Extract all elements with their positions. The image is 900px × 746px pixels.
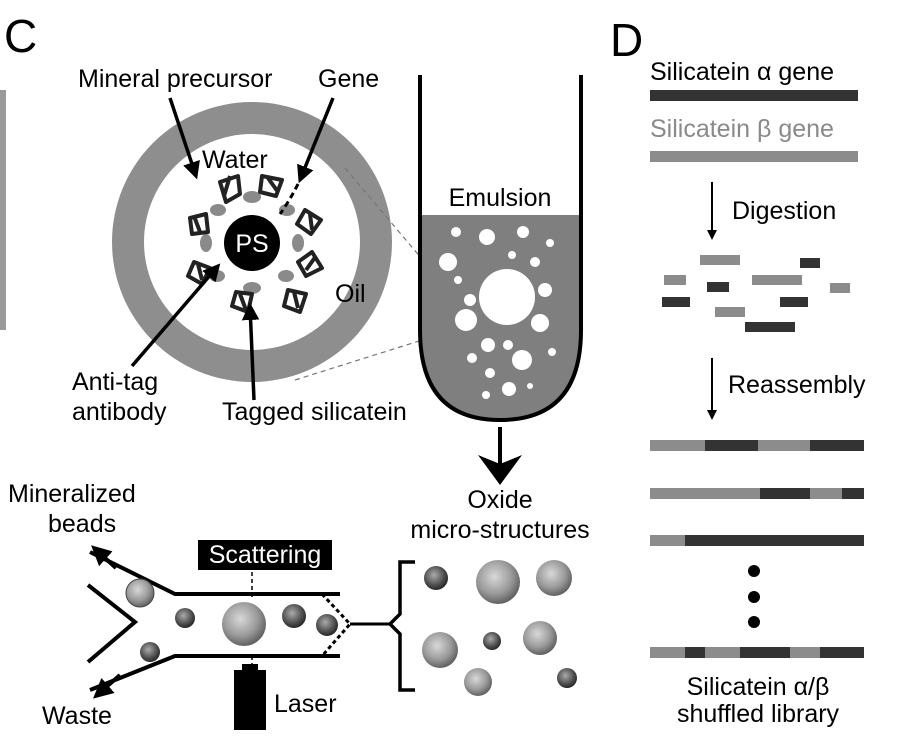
mineralized-label-2: beads bbox=[48, 510, 116, 538]
gene-label: Gene bbox=[318, 65, 379, 93]
oxide-arrow-head bbox=[478, 455, 522, 485]
panel-letter-c: C bbox=[4, 10, 37, 62]
gene-strand bbox=[278, 183, 300, 215]
laser-device bbox=[234, 670, 266, 730]
bead-small-2 bbox=[140, 642, 160, 662]
bead-small-1 bbox=[175, 608, 195, 628]
water-label: Water bbox=[202, 146, 268, 174]
emulsion-droplets bbox=[439, 226, 556, 399]
oil-label: Oil bbox=[335, 280, 366, 308]
reassembly-label: Reassembly bbox=[728, 371, 866, 399]
channel-split-wall bbox=[86, 583, 139, 664]
oxide-structures bbox=[422, 560, 577, 696]
alpha-gene-bar bbox=[650, 90, 858, 101]
scattering-label: Scattering bbox=[209, 541, 322, 569]
mineralized-arrow bbox=[91, 545, 118, 570]
tagged-silicatein-label: Tagged silicatein bbox=[222, 398, 407, 426]
tube-wall bbox=[418, 75, 583, 423]
scattering-box bbox=[198, 540, 332, 570]
shuffled-gene-3 bbox=[650, 535, 864, 546]
digestion-label: Digestion bbox=[732, 197, 836, 225]
channel-bottom-wall bbox=[89, 654, 340, 692]
anti-tag-label-1: Anti-tag bbox=[72, 368, 158, 396]
library-label-1: Silicatein α/β bbox=[687, 673, 830, 701]
mineral-precursor-arrow bbox=[168, 97, 200, 180]
alpha-gene-label: Silicatein α gene bbox=[650, 58, 834, 86]
bead-center bbox=[222, 602, 266, 646]
library-label-2: shuffled library bbox=[677, 700, 840, 728]
beta-gene-label: Silicatein β gene bbox=[650, 115, 834, 143]
oxide-label-1: Oxide bbox=[467, 486, 532, 514]
waste-arrow bbox=[92, 673, 122, 699]
panel-letter-d: D bbox=[610, 14, 643, 66]
zoom-line-bottom bbox=[294, 324, 471, 381]
ellipsis-dots bbox=[748, 565, 760, 628]
zoom-line-top bbox=[344, 167, 456, 299]
anti-tag-arrow bbox=[130, 263, 221, 368]
emulsion-label: Emulsion bbox=[449, 184, 552, 212]
beta-gene-bar bbox=[650, 151, 858, 162]
ps-bead bbox=[224, 215, 280, 271]
shuffled-gene-2 bbox=[650, 488, 864, 499]
bead-small-3 bbox=[282, 604, 306, 628]
sorting-channel: Mineralized beads Waste Scattering Laser bbox=[8, 480, 392, 730]
shuffled-gene-1 bbox=[650, 440, 864, 451]
emulsion-tube: Emulsion bbox=[418, 75, 583, 423]
channel-top-wall bbox=[89, 550, 340, 596]
gene-arrow bbox=[297, 97, 335, 184]
tagged-silicatein-arrow bbox=[241, 302, 260, 401]
waste-label: Waste bbox=[42, 702, 112, 730]
digested-fragments bbox=[662, 255, 850, 332]
oxide-label-2: micro-structures bbox=[410, 516, 589, 544]
laser-label: Laser bbox=[274, 690, 337, 718]
anti-tag-label-2: antibody bbox=[72, 398, 167, 426]
oxide-bracket bbox=[387, 560, 415, 692]
shuffled-gene-4 bbox=[650, 647, 864, 658]
bead-small-4 bbox=[316, 614, 338, 636]
laser-tip bbox=[242, 664, 258, 672]
ps-label: PS bbox=[235, 230, 268, 258]
edge-fragment bbox=[0, 90, 6, 330]
mineral-precursor-label: Mineral precursor bbox=[78, 65, 273, 93]
mineralized-label-1: Mineralized bbox=[8, 480, 136, 508]
emulsion-droplet: PS Water Oil bbox=[112, 102, 392, 382]
sorted-bead-top bbox=[125, 578, 155, 608]
